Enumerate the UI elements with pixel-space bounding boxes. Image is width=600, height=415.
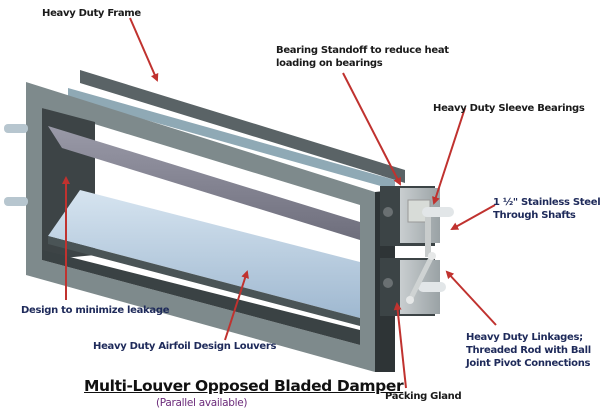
diagram-subtitle: (Parallel available) xyxy=(156,397,248,409)
diagram-title: Multi-Louver Opposed Bladed Damper xyxy=(84,377,404,395)
arrow-packing-gland xyxy=(393,302,407,389)
callout-packing-gland: Packing Gland xyxy=(385,391,462,402)
arrow-louvers xyxy=(224,270,249,341)
lower-louver-blade xyxy=(48,190,360,326)
arrow-standoff xyxy=(342,72,401,186)
callout-linkages: Heavy Duty Linkages; Threaded Rod with B… xyxy=(466,332,591,369)
arrow-sleeve-bearings xyxy=(432,107,466,205)
callout-sleeve-bearings: Heavy Duty Sleeve Bearings xyxy=(433,103,585,114)
callout-leakage: Design to minimize leakage xyxy=(21,305,170,316)
right-side-assembly xyxy=(375,186,454,372)
frame-back-flange xyxy=(68,70,405,190)
callout-arrows xyxy=(62,17,497,389)
callout-frame: Heavy Duty Frame xyxy=(42,8,141,19)
upper-louver-blade xyxy=(48,126,360,240)
arrow-linkages xyxy=(445,270,497,326)
callout-louvers: Heavy Duty Airfoil Design Louvers xyxy=(93,341,277,352)
arrow-shafts xyxy=(450,204,496,230)
callout-shafts: 1 ½" Stainless Steel Through Shafts xyxy=(493,197,600,221)
arrow-frame xyxy=(129,17,159,82)
left-shaft-stubs xyxy=(4,124,28,206)
callout-bearing-standoff: Bearing Standoff to reduce heat loading … xyxy=(276,45,449,69)
